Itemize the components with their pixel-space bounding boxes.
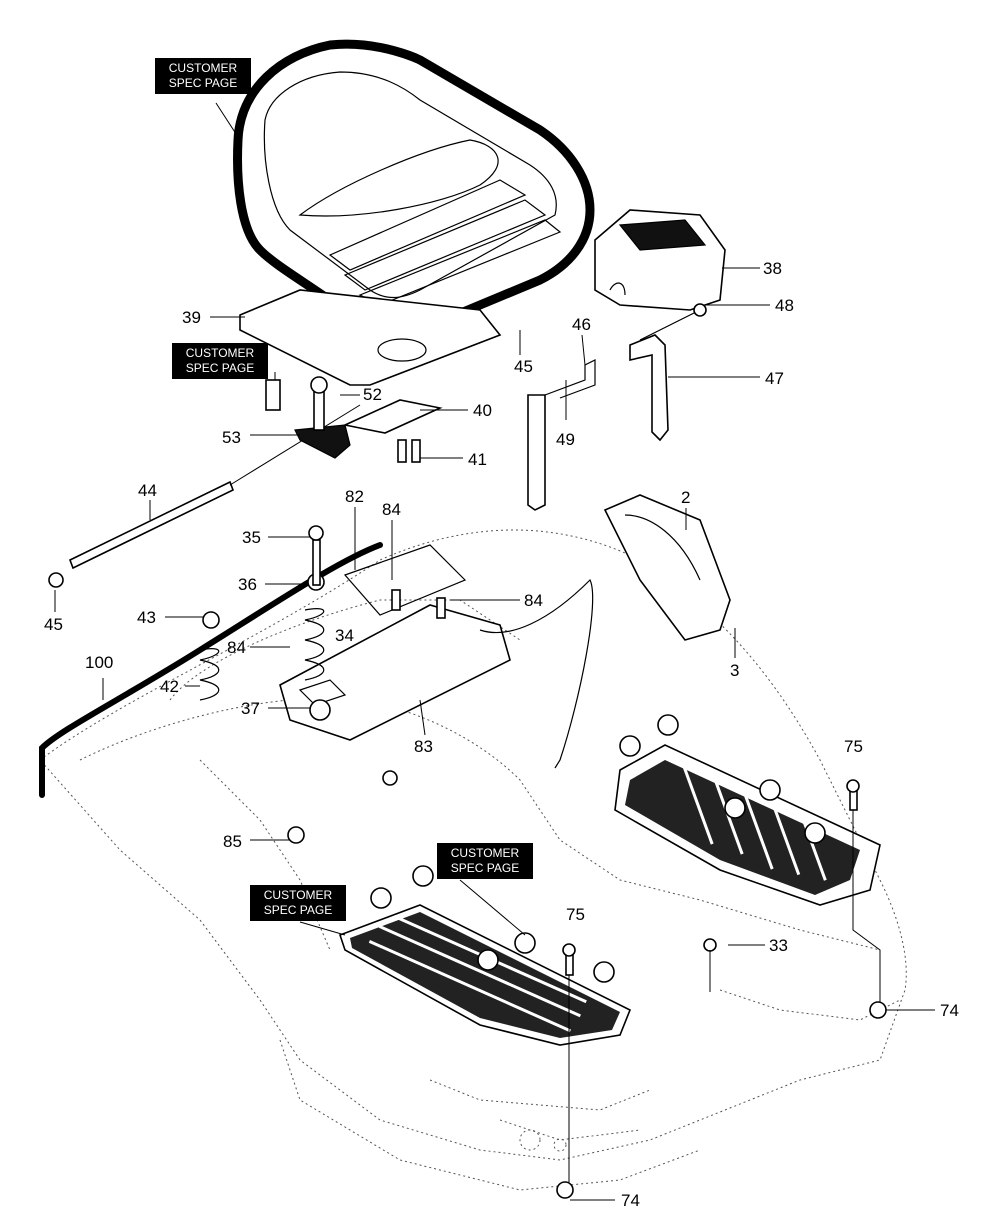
customer-spec-callout: CUSTOMER SPEC PAGE xyxy=(437,843,533,879)
part-label: 84 xyxy=(524,591,543,610)
customer-spec-callout: CUSTOMER SPEC PAGE xyxy=(172,343,268,379)
part-label: 39 xyxy=(182,308,201,327)
customer-spec-callout: CUSTOMER SPEC PAGE xyxy=(155,58,251,94)
part-label: 34 xyxy=(335,626,354,645)
seat-bolt-part xyxy=(265,379,281,411)
rod-part xyxy=(48,404,361,588)
part-label: 82 xyxy=(345,487,364,506)
seat-bracket-part xyxy=(294,424,351,459)
part-label: 74 xyxy=(621,1191,640,1210)
part-label: 84 xyxy=(227,638,246,657)
spring-part xyxy=(199,525,398,844)
part-label: 85 xyxy=(223,832,242,851)
part-number-labels: 38 48 39 46 45 47 52 49 40 53 41 44 82 8… xyxy=(44,259,959,1210)
part-label: 41 xyxy=(468,450,487,469)
right-footrest-part xyxy=(614,714,881,906)
part-label: 42 xyxy=(160,677,179,696)
part-label: 83 xyxy=(414,737,433,756)
seat-plate-part xyxy=(279,544,511,741)
part-label: 44 xyxy=(138,481,157,500)
part-label: 75 xyxy=(844,737,863,756)
part-label: 49 xyxy=(556,430,575,449)
mount-bracket-part xyxy=(527,303,707,511)
fender-part xyxy=(479,494,731,769)
part-label: 43 xyxy=(137,608,156,627)
part-label: 74 xyxy=(940,1001,959,1020)
part-label: 37 xyxy=(241,699,260,718)
latch-plate-part xyxy=(342,399,443,434)
part-label: 53 xyxy=(222,428,241,447)
seat-part xyxy=(233,39,595,341)
part-label: 84 xyxy=(382,500,401,519)
part-label: 75 xyxy=(566,905,585,924)
part-label: 45 xyxy=(514,357,533,376)
part-label: 38 xyxy=(763,259,782,278)
part-label: 2 xyxy=(681,488,690,507)
part-label: 100 xyxy=(85,653,113,672)
part-label: 33 xyxy=(769,936,788,955)
leader-lines xyxy=(54,102,935,1201)
part-label: 35 xyxy=(242,528,261,547)
control-box-part xyxy=(594,209,726,311)
bolt-part xyxy=(556,779,887,1199)
part-label: 52 xyxy=(363,385,382,404)
part-label: 36 xyxy=(238,575,257,594)
left-footrest-part xyxy=(338,865,632,1046)
customer-spec-callout: CUSTOMER SPEC PAGE xyxy=(250,885,346,921)
seat-pan-part xyxy=(239,289,502,386)
part-label: 45 xyxy=(44,615,63,634)
part-label: 46 xyxy=(572,315,591,334)
part-label: 47 xyxy=(765,369,784,388)
part-label: 3 xyxy=(730,661,739,680)
part-label: 40 xyxy=(473,401,492,420)
part-label: 48 xyxy=(775,296,794,315)
